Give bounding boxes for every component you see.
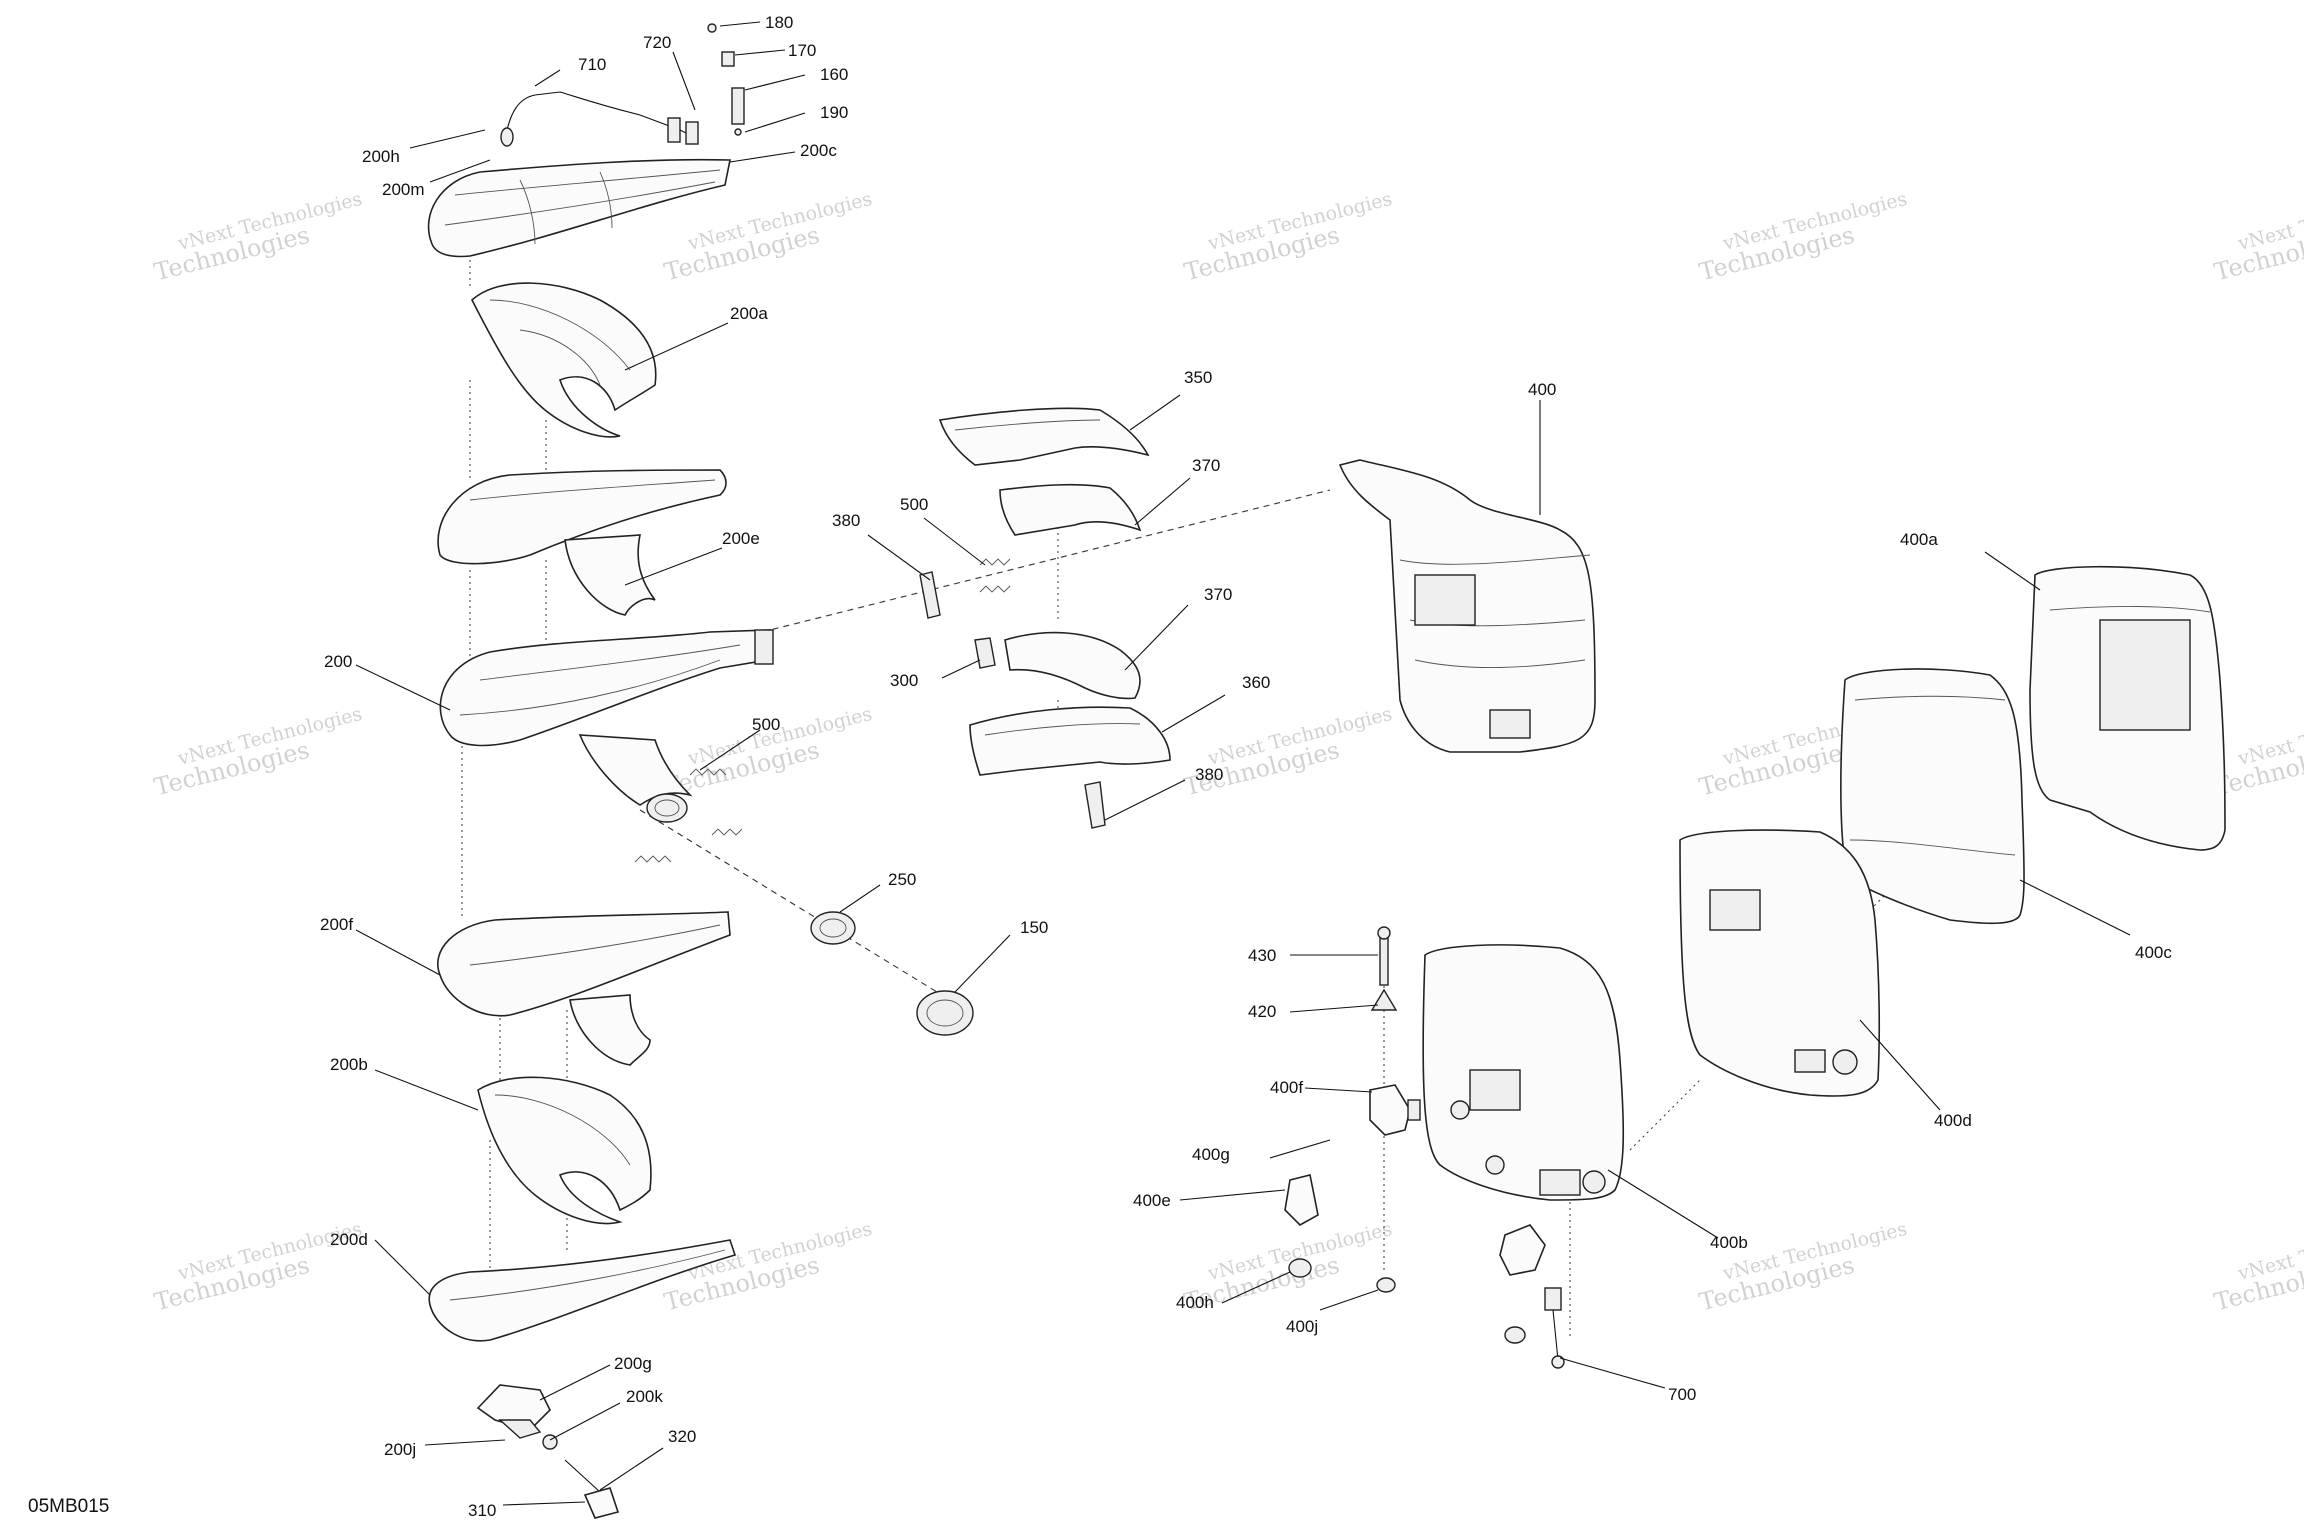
callout-200m: 200m (382, 180, 425, 199)
callout-190: 190 (820, 103, 848, 122)
callout-700: 700 (1668, 1385, 1696, 1404)
callout-300: 300 (890, 671, 918, 690)
callout-170: 170 (788, 41, 816, 60)
callout-400d: 400d (1934, 1111, 1972, 1130)
springs-500-top (979, 558, 1011, 593)
callout-200g: 200g (614, 1354, 652, 1373)
callout-310: 310 (468, 1501, 496, 1520)
callout-200e: 200e (722, 529, 760, 548)
part-320-310-bracket (564, 1459, 620, 1519)
watermark: vNext Technologies Technologies (151, 703, 364, 802)
callout-380-top: 380 (832, 511, 860, 530)
part-400e-pad (1284, 1174, 1319, 1226)
callout-400: 400 (1528, 380, 1556, 399)
watermark: vNext Technologies Technologies (2211, 188, 2304, 287)
part-400-muffler (1338, 459, 1596, 753)
callout-200b: 200b (330, 1055, 368, 1074)
part-360-shield (969, 706, 1171, 776)
callout-400b: 400b (1710, 1233, 1748, 1252)
part-370-shield-a (999, 483, 1142, 536)
part-710-sensor (500, 91, 699, 147)
parts-160-190 (707, 23, 745, 136)
callout-370-top: 370 (1192, 456, 1220, 475)
part-300-clip (974, 637, 996, 669)
part-400b-cover (1422, 944, 1625, 1201)
callout-400g: 400g (1192, 1145, 1230, 1164)
watermark: vNext Technologies Technologies (151, 188, 364, 287)
callout-200: 200 (324, 652, 352, 671)
part-250-gasket (810, 911, 856, 945)
part-400a-cover (2029, 565, 2226, 851)
part-200d-bottom-shield (428, 1239, 737, 1342)
callout-320: 320 (668, 1427, 696, 1446)
callout-400a: 400a (1900, 530, 1938, 549)
callout-430: 430 (1248, 946, 1276, 965)
callout-350: 350 (1184, 368, 1212, 387)
part-420-damper (1370, 988, 1398, 1011)
part-400j-grommet (1376, 1277, 1396, 1293)
callout-400e: 400e (1133, 1191, 1171, 1210)
watermark: vNext Technologies Technologies (661, 188, 874, 287)
part-150-clamp (916, 990, 974, 1036)
part-350-heat-shield (938, 407, 1150, 466)
callout-380-mid: 380 (1195, 765, 1223, 784)
callout-400h: 400h (1176, 1293, 1214, 1312)
part-200a-heat-shield (471, 282, 657, 438)
part-200f-lower-shield (437, 911, 731, 1066)
part-200b-shield (477, 1076, 652, 1225)
callout-200a: 200a (730, 304, 768, 323)
part-400f-bracket (1369, 1084, 1421, 1136)
callout-420: 420 (1248, 1002, 1276, 1021)
leader-lines (355, 21, 2131, 1506)
callout-labels: 180 720 170 710 160 190 200h 200c 200m 2… (320, 13, 2172, 1520)
callout-400f: 400f (1270, 1078, 1303, 1097)
callout-180: 180 (765, 13, 793, 32)
watermark: vNext Technologies Technologies (1181, 188, 1394, 287)
callout-370-mid: 370 (1204, 585, 1232, 604)
springs-500 (634, 768, 743, 863)
watermark: vNext Technologies Technologies (1696, 188, 1909, 287)
part-700-sensor-bracket (1499, 1224, 1565, 1369)
part-200g-bracket (476, 1384, 558, 1450)
part-200c-top-shield (427, 158, 731, 258)
callout-250: 250 (888, 870, 916, 889)
callout-200j: 200j (384, 1440, 416, 1459)
callout-160: 160 (820, 65, 848, 84)
callout-150: 150 (1020, 918, 1048, 937)
part-380-clip-bottom (1084, 781, 1106, 829)
part-430-bolt (1377, 926, 1391, 986)
callout-200k: 200k (626, 1387, 663, 1406)
callout-400c: 400c (2135, 943, 2172, 962)
callout-500-top: 500 (900, 495, 928, 514)
callout-200d: 200d (330, 1230, 368, 1249)
part-400d-cover (1679, 829, 1881, 1097)
part-370-shield-b (1004, 631, 1141, 700)
callout-720: 720 (643, 33, 671, 52)
callout-200c: 200c (800, 141, 837, 160)
watermark: vNext Technologies Technologies (2211, 1218, 2304, 1317)
part-380-clip-top (919, 571, 941, 619)
callout-710: 710 (578, 55, 606, 74)
callout-500-mid: 500 (752, 715, 780, 734)
part-200-exhaust-pipe (439, 629, 774, 823)
callout-360: 360 (1242, 673, 1270, 692)
callout-200h: 200h (362, 147, 400, 166)
callout-400j: 400j (1286, 1317, 1318, 1336)
diagram-code: 05MB015 (28, 1496, 109, 1517)
callout-200f: 200f (320, 915, 353, 934)
part-200e-shield (437, 469, 727, 616)
watermark: vNext Technologies Technologies (1181, 703, 1394, 802)
part-400h-grommet (1288, 1258, 1312, 1278)
